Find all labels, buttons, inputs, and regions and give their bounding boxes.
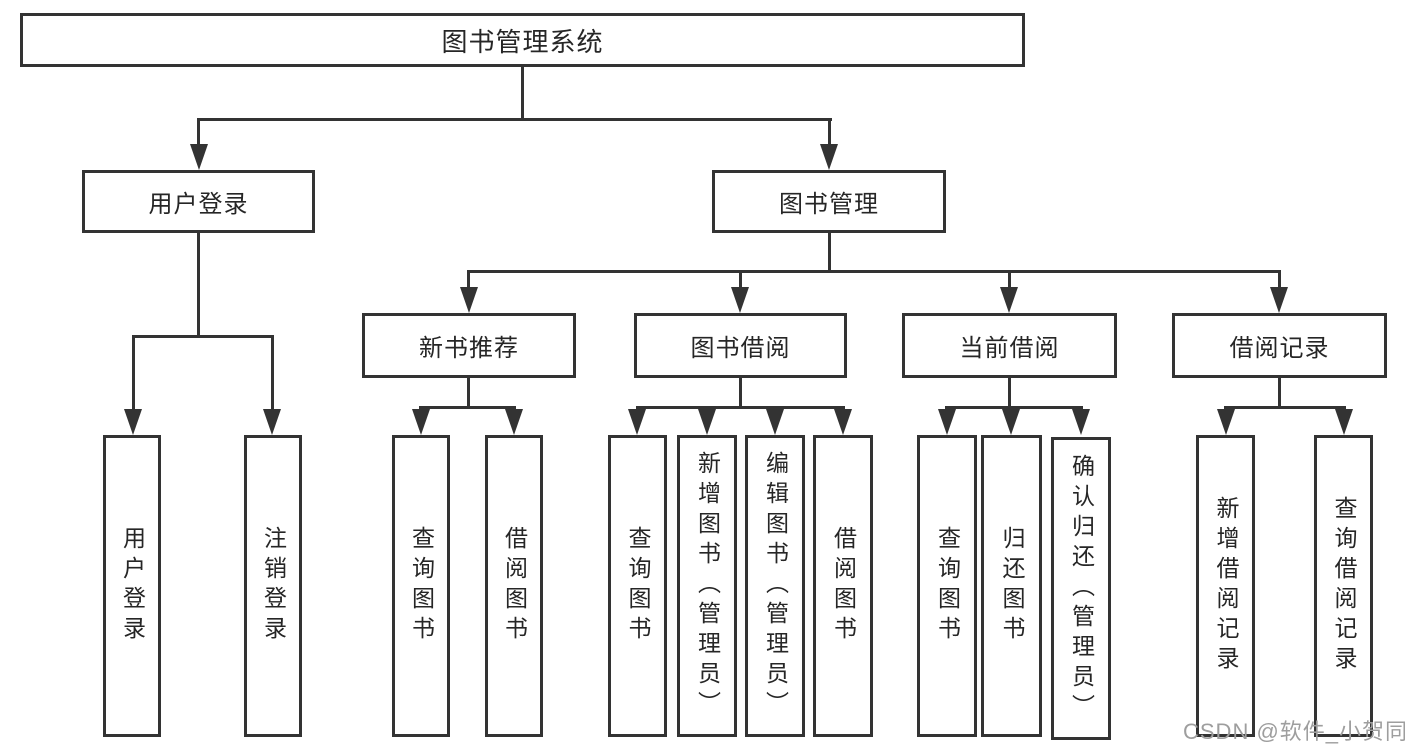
leaf-add-books-admin: 新增图书（管理员） [677,435,737,737]
edge-book-borrowing-split [636,406,845,409]
edge-current-borrowing-split [945,406,1083,409]
edge-current-borrowing-stem [1008,378,1011,406]
edge-root-to-user-login [197,118,200,146]
arrowhead-to-return-books [1002,409,1020,435]
leaf-query-borrow-record: 查询借阅记录 [1314,435,1373,737]
arrowhead-to-borrowing-records [1270,287,1288,313]
arrowhead-to-book-management [820,144,838,170]
arrowhead-to-user-login [190,144,208,170]
leaf-confirm-return-admin: 确认归还（管理员） [1051,437,1111,740]
node-user-login: 用户登录 [82,170,315,233]
arrowhead-to-add-borrow-record [1217,409,1235,435]
edge-user-login-split [132,335,274,338]
edge-to-leaf-user-login [132,335,135,409]
arrowhead-to-add-books-admin [698,409,716,435]
edge-borrowing-records-stem [1278,378,1281,406]
node-current-borrowing: 当前借阅 [902,313,1117,378]
edge-new-book-recommend-split [419,406,516,409]
edge-borrowing-records-split [1224,406,1346,409]
edge-book-borrowing-stem [739,378,742,406]
csdn-watermark: CSDN @软件_小贺同学 [1183,719,1405,744]
edge-root-split [197,118,832,121]
leaf-query-books-1: 查询图书 [392,435,450,737]
edge-to-leaf-logout [271,335,274,409]
node-book-management: 图书管理 [712,170,946,233]
arrowhead-to-borrow-books-2 [834,409,852,435]
arrowhead-to-confirm-return-admin [1072,409,1090,435]
arrowhead-to-book-borrowing [731,287,749,313]
edge-root-stem [521,67,524,118]
edge-book-management-split [467,270,1280,273]
arrowhead-to-query-books-2 [628,409,646,435]
arrowhead-to-current-borrowing [1000,287,1018,313]
edge-to-new-book-recommend [467,270,470,290]
arrowhead-to-new-book-recommend [460,287,478,313]
arrowhead-to-leaf-user-login [124,409,142,435]
node-borrowing-records: 借阅记录 [1172,313,1387,378]
edge-new-book-recommend-stem [467,378,470,406]
edge-to-borrowing-records [1278,270,1281,290]
node-new-book-recommend: 新书推荐 [362,313,576,378]
leaf-query-books-2: 查询图书 [608,435,667,737]
leaf-logout: 注销登录 [244,435,302,737]
node-root-library-management-system: 图书管理系统 [20,13,1025,67]
arrowhead-to-leaf-logout [263,409,281,435]
edge-book-management-stem [828,233,831,270]
edge-to-current-borrowing [1008,270,1011,290]
leaf-query-books-3: 查询图书 [917,435,977,737]
leaf-user-login: 用户登录 [103,435,161,737]
arrowhead-to-query-books-3 [938,409,956,435]
arrowhead-to-borrow-books-1 [505,409,523,435]
leaf-borrow-books-2: 借阅图书 [813,435,873,737]
leaf-add-borrow-record: 新增借阅记录 [1196,435,1255,737]
arrowhead-to-edit-books-admin [766,409,784,435]
arrowhead-to-query-books-1 [412,409,430,435]
leaf-return-books: 归还图书 [981,435,1042,737]
arrowhead-to-query-borrow-record [1335,409,1353,435]
edge-to-book-borrowing [739,270,742,290]
node-book-borrowing: 图书借阅 [634,313,847,378]
leaf-borrow-books-1: 借阅图书 [485,435,543,737]
edge-user-login-stem [197,233,200,335]
leaf-edit-books-admin: 编辑图书（管理员） [745,435,805,737]
edge-root-to-book-management [828,118,831,146]
